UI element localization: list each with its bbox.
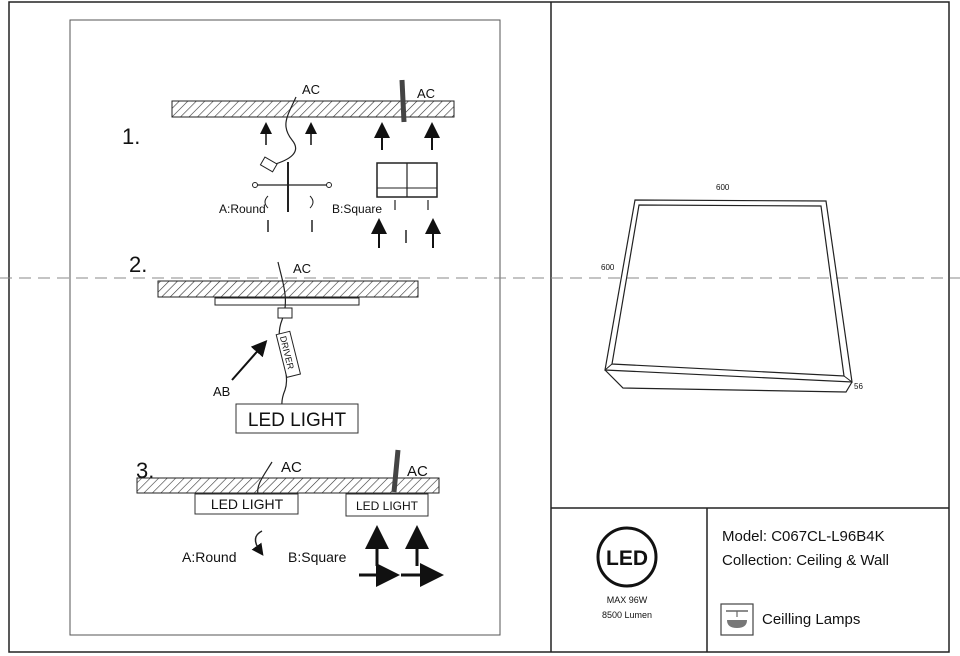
rotate-arrow-icon: [251, 530, 264, 556]
ac-label-right: AC: [407, 463, 428, 480]
ceiling-slab: [157, 280, 419, 298]
dim-width: 600: [716, 183, 730, 192]
product-model: Model: C067CL-L96B4K: [722, 528, 885, 545]
driver-unit: DRIVER: [275, 330, 302, 378]
step-2: 2. AC DRIVER AB LED LIGHT: [129, 252, 419, 434]
cable-right: [391, 449, 401, 493]
label-round: A:Round: [219, 202, 266, 216]
led-light-box: [235, 403, 359, 434]
led-badge: LED MAX 96W 8500 Lumen: [596, 526, 658, 620]
dim-depth: 600: [601, 263, 615, 272]
led-panel-edge: [214, 297, 360, 306]
ceiling-slab: [136, 477, 440, 494]
ceiling-slab: [171, 100, 455, 118]
lumen-value: 8500 Lumen: [602, 610, 652, 620]
turn-icon: [309, 195, 314, 209]
turn-icon: [264, 195, 269, 209]
ab-label: AB: [213, 384, 230, 399]
led-light-box-left: [194, 493, 299, 515]
product-collection: Collection: Ceiling & Wall: [722, 552, 890, 569]
label-square: B:Square: [332, 202, 382, 216]
ac-label-left: AC: [281, 459, 302, 476]
outer-frame: [8, 1, 950, 653]
ac-label-left: AC: [302, 82, 320, 97]
step-1-number: 1.: [122, 124, 140, 149]
step-2-number: 2.: [129, 252, 147, 277]
arrow-icon: [231, 340, 268, 381]
step-3: 3. AC AC LED LIGHT LED LIGHT A:Round B:S…: [136, 449, 444, 587]
ac-cable: [271, 96, 297, 166]
led-icon: [596, 526, 658, 588]
cable: [257, 461, 273, 495]
product-category: Ceilling Lamps: [762, 611, 861, 628]
ac-label: AC: [293, 261, 311, 276]
led-light-label-left: LED LIGHT: [211, 496, 284, 512]
led-light-label: LED LIGHT: [248, 410, 347, 431]
ac-label-right: AC: [417, 86, 435, 101]
label-round: A:Round: [182, 549, 236, 565]
led-light-label-right: LED LIGHT: [356, 499, 419, 513]
led-badge-text: LED: [606, 547, 648, 570]
label-square: B:Square: [288, 549, 347, 565]
connector-icon: [259, 156, 278, 173]
instruction-panel: [69, 19, 501, 636]
step-1: 1. AC AC A:Round B:Square: [122, 79, 455, 248]
dim-height: 56: [854, 382, 863, 391]
ceiling-lamp-icon: [720, 603, 754, 636]
product-drawing: 600 600 56: [601, 183, 863, 393]
connector-icon: [277, 307, 293, 319]
step-3-number: 3.: [136, 458, 154, 483]
ac-cable-right: [399, 79, 407, 123]
led-light-box-right: [345, 493, 429, 517]
max-power: MAX 96W: [607, 595, 648, 605]
